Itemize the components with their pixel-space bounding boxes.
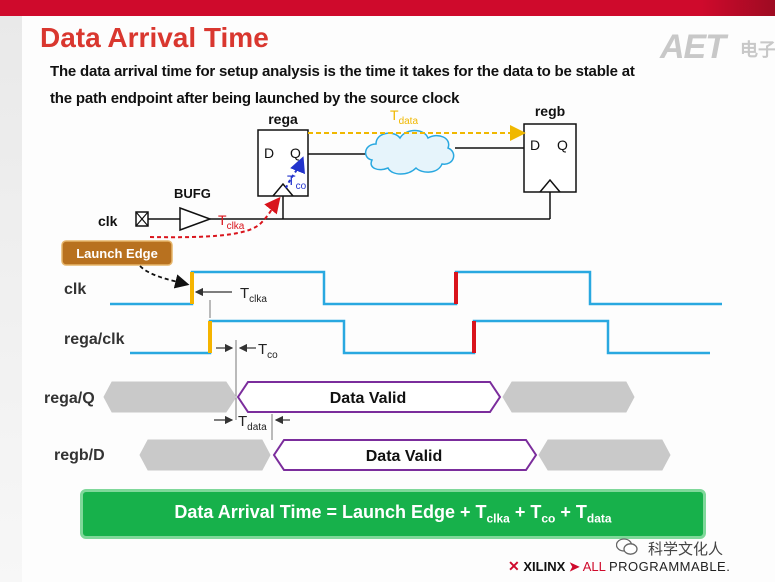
xilinx-separator-icon: ➤ — [568, 559, 580, 574]
clk-port-cross — [135, 211, 149, 227]
rega-q-invalid-left — [103, 381, 237, 413]
xilinx-brand: XILINX — [523, 559, 566, 574]
schematic-tclka-label: Tclka — [218, 212, 245, 232]
subtitle-line-1: The data arrival time for setup analysis… — [50, 63, 635, 80]
rega-clock-triangle — [272, 182, 294, 197]
rega-label: rega — [268, 111, 298, 127]
regb-d-pin: D — [530, 137, 540, 153]
regb-d-data-valid — [272, 439, 538, 471]
tco-path-arrow — [285, 156, 305, 189]
formula-box: Data Arrival Time = Launch Edge + Tclka … — [80, 489, 706, 539]
rega-q-invalid-right — [502, 381, 635, 413]
schematic-clk-label: clk — [98, 213, 118, 229]
regb-label: regb — [535, 103, 565, 119]
top-accent-shade — [700, 0, 775, 16]
xilinx-mark-icon: ✕ — [508, 558, 520, 574]
wechat-account-name: 科学文化人 — [648, 541, 724, 558]
rega-d-pin: D — [264, 145, 274, 161]
schematic: rega D Q regb D Q Tdata clk — [61, 103, 577, 289]
wechat-icon — [616, 538, 638, 555]
wave-tco-label: Tco — [258, 341, 278, 361]
formula-text: Data Arrival Time = Launch Edge + Tclka … — [174, 502, 612, 526]
logic-cloud — [364, 129, 455, 175]
regb-d-invalid-right — [538, 439, 671, 471]
launch-edge-badge — [61, 240, 173, 266]
left-side-bar — [0, 16, 22, 582]
wave-rega-clk-label: rega/clk — [64, 331, 125, 348]
schematic-tdata-label: Tdata — [390, 107, 418, 127]
subtitle-line-2: the path endpoint after being launched b… — [50, 90, 460, 107]
regb-register — [523, 123, 577, 193]
slide-title: Data Arrival Time — [40, 22, 269, 53]
xilinx-all: ALL — [582, 559, 606, 574]
tclka-path-arrow — [149, 196, 281, 239]
wave-regb-d-label: regb/D — [54, 447, 105, 464]
bufg-label: BUFG — [174, 186, 211, 201]
wave-clk-label: clk — [64, 281, 86, 298]
regb-q-pin: Q — [557, 137, 568, 153]
wave-tclka-label: Tclka — [240, 285, 267, 305]
rega-q-pin: Q — [290, 145, 301, 161]
top-accent-bar — [0, 0, 775, 16]
launch-edge-label: Launch Edge — [76, 246, 158, 261]
aet-logo: AET — [660, 28, 726, 66]
schematic-tco-label: Tco — [287, 172, 307, 192]
wave-rega-q-label: rega/Q — [44, 390, 95, 407]
waveforms: clk rega/clk rega/Q regb/D Tclka Tco — [44, 270, 722, 471]
regb-d-invalid-left — [139, 439, 271, 471]
xilinx-footer: ✕ XILINX ➤ ALL PROGRAMMABLE. — [508, 558, 730, 575]
xilinx-programmable: PROGRAMMABLE. — [608, 559, 731, 574]
aet-logo-cjk: 电子 — [740, 40, 775, 60]
regb-clock-triangle — [539, 178, 561, 193]
wave-tdata-label: Tdata — [238, 413, 267, 433]
rega-q-data-valid — [236, 381, 502, 413]
rega-q-data-valid-label: Data Valid — [330, 390, 406, 407]
launch-edge-arrow — [139, 265, 190, 289]
regb-d-data-valid-label: Data Valid — [366, 448, 442, 465]
wechat-watermark: 科学文化人 — [616, 536, 766, 560]
bufg-buffer — [179, 206, 213, 232]
clk-waveform — [110, 270, 722, 306]
